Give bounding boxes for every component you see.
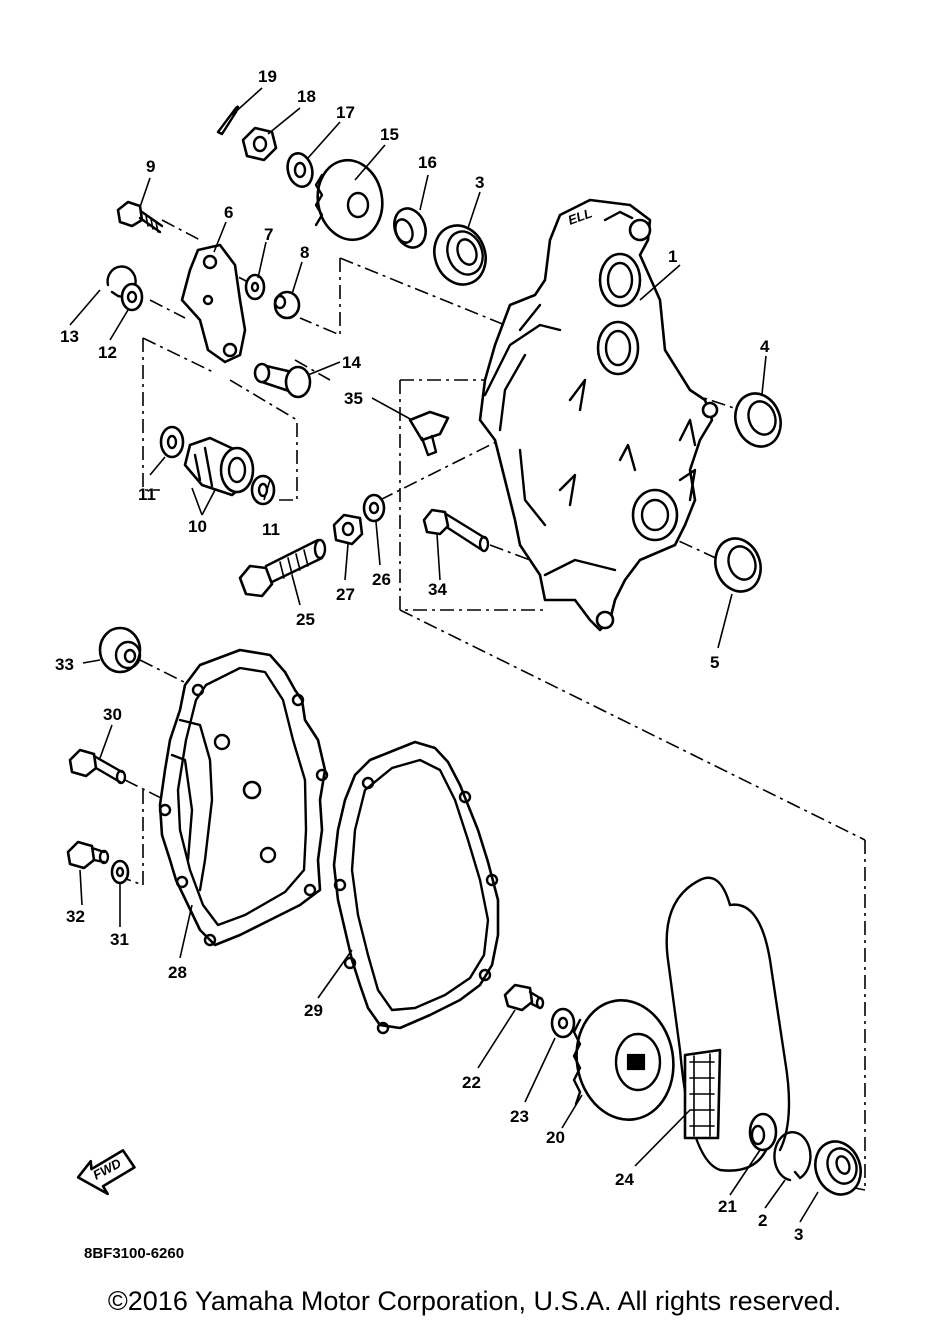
crankcase-cover: ELL	[478, 198, 719, 632]
callout-3-upper: 3	[475, 173, 484, 192]
pin-14	[253, 362, 312, 399]
bolt-25	[238, 538, 327, 598]
fitting-35	[408, 410, 450, 457]
callout-10: 10	[188, 517, 207, 536]
bearing-33	[98, 626, 142, 674]
callout-25: 25	[296, 610, 315, 629]
callout-5: 5	[710, 653, 719, 672]
bearing-3-upper	[433, 224, 487, 286]
bolt-34	[422, 508, 490, 553]
callout-26: 26	[372, 570, 391, 589]
callout-31: 31	[110, 930, 129, 949]
washer-11-right	[250, 474, 276, 506]
oil-seal-4	[734, 392, 782, 448]
nut-27	[332, 513, 364, 546]
callout-15: 15	[380, 125, 399, 144]
callout-11-left: 11	[138, 485, 156, 504]
callout-22: 22	[462, 1073, 481, 1092]
bearing-3-lower	[814, 1140, 862, 1196]
callout-35: 35	[344, 389, 363, 408]
bolt-32	[66, 840, 110, 870]
leader-lines	[69, 87, 819, 1223]
callout-29: 29	[304, 1001, 323, 1020]
collar-8	[273, 290, 301, 320]
callout-9: 9	[146, 157, 155, 176]
callout-13: 13	[60, 327, 79, 346]
callout-1: 1	[668, 247, 677, 266]
callouts: 1 19 18 17 15 16 3 9 6 7 8 13 12 14 35 4…	[55, 67, 803, 1262]
callout-34: 34	[428, 580, 447, 599]
callout-14: 14	[342, 353, 361, 372]
fwd-arrow-icon: FWD	[76, 1149, 136, 1196]
callout-11-right: 11	[262, 520, 280, 539]
collar-21	[748, 1112, 778, 1152]
collar-16	[393, 207, 427, 249]
cover-28	[158, 648, 329, 947]
callout-27: 27	[336, 585, 355, 604]
bolt-30	[68, 748, 127, 785]
callout-16: 16	[418, 153, 437, 172]
nut-18	[241, 126, 278, 162]
copyright-notice: ©2016 Yamaha Motor Corporation, U.S.A. A…	[107, 1286, 842, 1316]
callout-30: 30	[103, 705, 122, 724]
callout-7: 7	[264, 225, 273, 244]
washer-12	[120, 282, 144, 312]
washer-17	[286, 151, 314, 189]
bolt-9	[116, 200, 164, 234]
callout-12: 12	[98, 343, 117, 362]
callout-4: 4	[760, 337, 770, 356]
callout-3-lower: 3	[794, 1225, 803, 1244]
bracket-6	[180, 243, 247, 364]
callout-33: 33	[55, 655, 74, 674]
callout-8: 8	[300, 243, 309, 262]
callout-23: 23	[510, 1107, 529, 1126]
washer-7	[244, 273, 266, 301]
washer-11-left	[159, 425, 185, 459]
callout-20: 20	[546, 1128, 565, 1147]
callout-18: 18	[297, 87, 316, 106]
washer-23	[550, 1007, 576, 1039]
callout-28: 28	[168, 963, 187, 982]
circlip-2	[773, 1131, 812, 1182]
roller-10	[183, 436, 255, 497]
sprocket-15	[314, 158, 384, 242]
washer-26	[362, 493, 386, 523]
callout-21: 21	[718, 1197, 737, 1216]
callout-19: 19	[258, 67, 277, 86]
gasket-29	[332, 740, 500, 1035]
drawing-code: 8BF3100-6260	[84, 1245, 184, 1262]
sprocket-20	[572, 999, 675, 1121]
callout-24: 24	[615, 1170, 634, 1189]
callout-17: 17	[336, 103, 355, 122]
oil-seal-5	[714, 537, 762, 593]
callout-2: 2	[758, 1211, 767, 1230]
callout-32: 32	[66, 907, 85, 926]
washer-31	[110, 859, 130, 885]
cotter-pin-19	[216, 105, 240, 136]
bolt-22	[503, 983, 545, 1012]
callout-6: 6	[224, 203, 233, 222]
